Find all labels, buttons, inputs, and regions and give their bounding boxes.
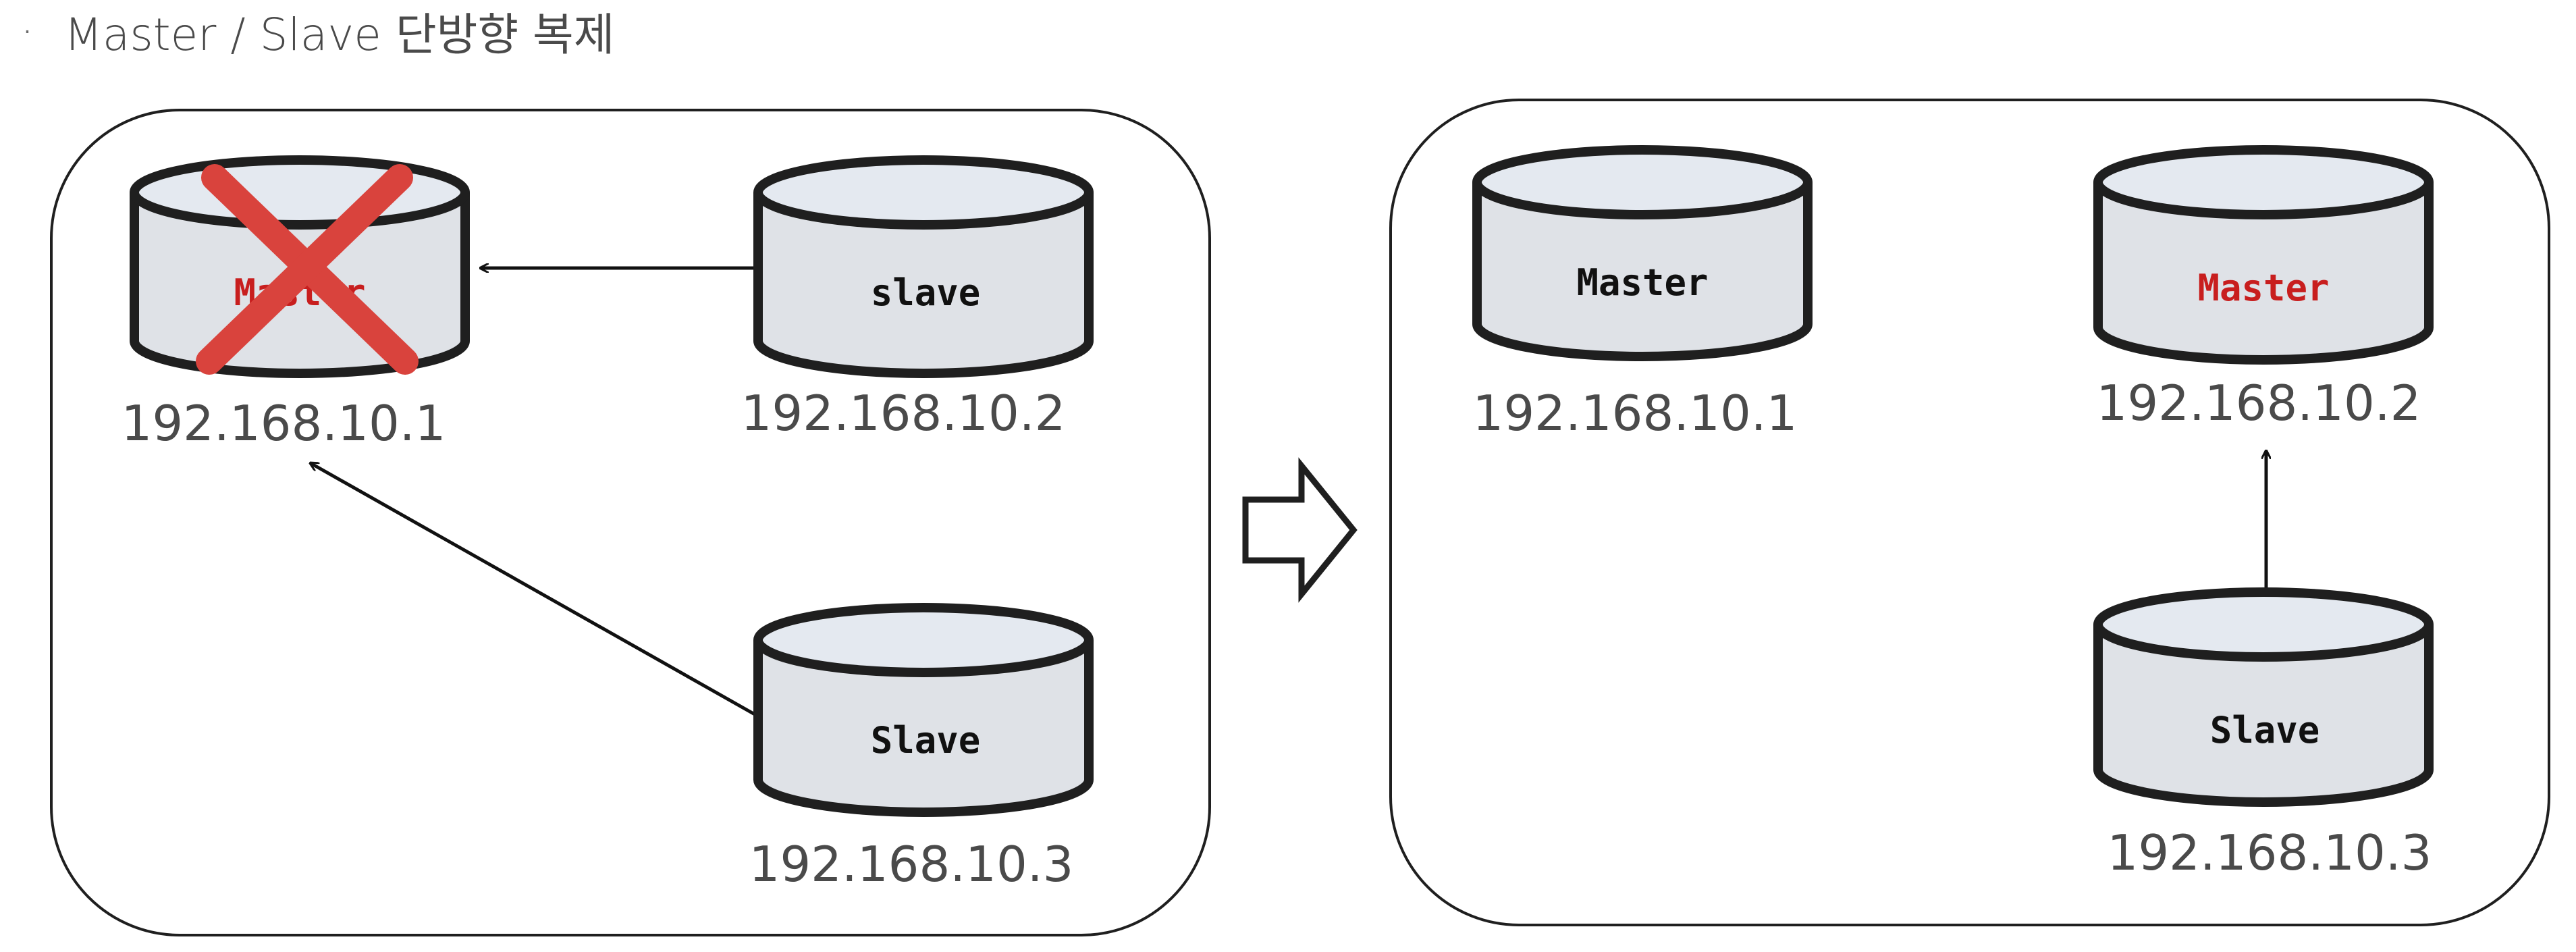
slide-title: · Master / Slave 단방향 복제 [20,0,614,62]
db-cylinder-slave-a: slave [753,155,1094,378]
db-cylinder-new-master: Master [2093,145,2434,365]
title-bullet: · [20,5,34,57]
after-slave-ip: 192.168.10.3 [2108,824,2432,881]
after-panel [1389,99,2550,926]
before-master-ip: 192.168.10.1 [122,395,446,452]
slave-b-label: Slave [871,719,981,762]
after-slave-label: Slave [2210,709,2320,751]
right-arrow-outline-icon [1242,457,1358,603]
before-slave-a-ip: 192.168.10.2 [741,385,1066,442]
title-text: Master / Slave 단방향 복제 [63,9,615,61]
failure-x-icon [196,164,419,375]
before-slave-b-ip: 192.168.10.3 [749,836,1074,893]
db-cylinder-after-slave: Slave [2093,587,2434,807]
slave-a-label: slave [871,271,981,314]
replication-arrow-slave-b-to-master [311,463,756,716]
before-panel [50,109,1211,936]
db-cylinder-old-master: Master [1472,145,1813,361]
new-master-label: Master [2197,267,2329,309]
after-new-master-ip: 192.168.10.2 [2097,375,2421,431]
old-master-label: Master [1576,261,1708,304]
after-old-master-ip: 192.168.10.1 [1473,385,1798,442]
db-cylinder-slave-b: Slave [753,603,1094,817]
